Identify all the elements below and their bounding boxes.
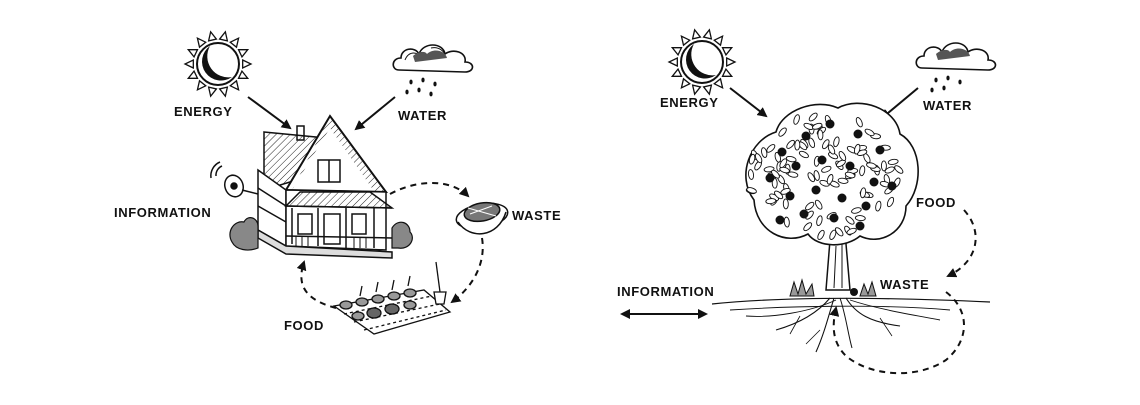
rain-cloud-icon — [392, 44, 474, 97]
food-label-right: FOOD — [916, 195, 956, 210]
waste-cycle-arrow-left — [389, 182, 470, 198]
waste-label-right: WASTE — [880, 277, 930, 292]
energy-label-left: ENERGY — [174, 104, 233, 119]
energy-label-right: ENERGY — [660, 95, 719, 110]
compost-bin-icon — [455, 201, 509, 235]
tree-roots — [711, 297, 991, 353]
fruit-tree-icon — [745, 102, 919, 297]
vegetable-garden-icon — [332, 261, 452, 335]
waste-cycle-arrow-right — [829, 291, 965, 375]
energy-arrow-left — [247, 96, 292, 130]
waste-label-left: WASTE — [512, 208, 562, 223]
food-label-left: FOOD — [284, 318, 324, 333]
satellite-dish-icon — [210, 161, 259, 198]
house-icon — [257, 114, 395, 259]
water-label-right: WATER — [923, 98, 972, 113]
bush-icon — [229, 217, 413, 251]
rain-cloud-icon-right — [915, 42, 997, 93]
sun-icon-right — [667, 28, 737, 96]
food-cycle-arrow-left — [296, 260, 337, 309]
water-arrow-left — [354, 96, 396, 131]
energy-arrow-right — [729, 87, 768, 118]
food-cycle-arrow-right — [946, 209, 977, 278]
information-label-right: INFORMATION — [617, 284, 715, 299]
garden-cycle-arrow-left — [450, 237, 484, 304]
water-label-left: WATER — [398, 108, 447, 123]
sun-icon — [183, 30, 253, 98]
information-label-left: INFORMATION — [114, 205, 212, 220]
